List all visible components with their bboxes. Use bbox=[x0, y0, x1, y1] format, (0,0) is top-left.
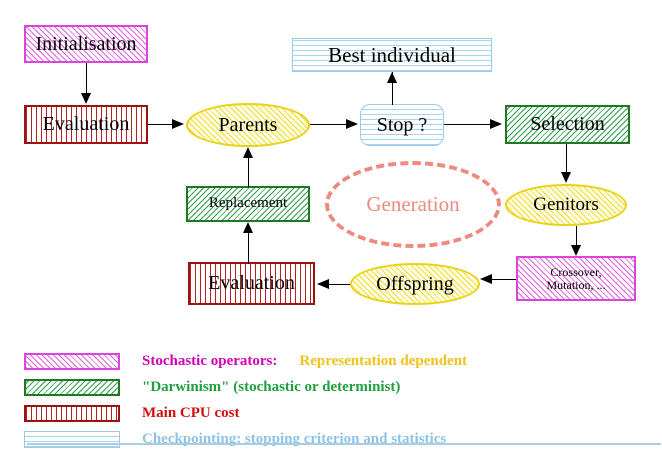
edge-evaluation-to-parents bbox=[148, 124, 174, 125]
legend-label-darwinism: "Darwinism" (stochastic or determinist) bbox=[142, 378, 401, 395]
arrowhead-replacement-to-parents bbox=[243, 147, 253, 158]
node-genitors[interactable]: Genitors bbox=[505, 184, 627, 226]
legend-label-stochastic-operators: Stochastic operators: bbox=[142, 352, 278, 369]
bottom-divider bbox=[27, 443, 661, 445]
legend: Stochastic operators: Representation dep… bbox=[24, 348, 644, 452]
edge-evaluation-to-replacement bbox=[248, 232, 249, 264]
node-selection[interactable]: Selection bbox=[505, 105, 630, 144]
legend-row-stochastic-operators: Stochastic operators: Representation dep… bbox=[24, 348, 644, 374]
legend-row-main-cpu-cost: Main CPU cost bbox=[24, 400, 644, 426]
arrowhead-parents-to-stop bbox=[346, 119, 358, 129]
node-replacement[interactable]: Replacement bbox=[186, 186, 310, 222]
node-evaluation-bottom[interactable]: Evaluation bbox=[188, 262, 315, 305]
arrowhead-stop-to-selection bbox=[490, 119, 502, 129]
node-parents[interactable]: Parents bbox=[186, 103, 310, 147]
legend-label-main-cpu-cost: Main CPU cost bbox=[142, 404, 240, 421]
node-stop-condition[interactable]: Stop ? bbox=[360, 104, 444, 146]
legend-label-representation-dependent: Representation dependent bbox=[299, 352, 468, 369]
legend-swatch-red-vertical-hatch bbox=[24, 404, 120, 422]
arrowhead-genitors-to-crossover bbox=[571, 245, 581, 256]
arrowhead-evaluation-to-replacement bbox=[243, 222, 253, 233]
edge-genitors-to-crossover bbox=[576, 226, 577, 248]
edge-offspring-to-evaluation bbox=[329, 284, 350, 285]
legend-row-darwinism: "Darwinism" (stochastic or determinist) bbox=[24, 374, 644, 400]
edge-stop-to-best-individual bbox=[392, 72, 393, 105]
node-offspring[interactable]: Offspring bbox=[350, 263, 480, 305]
arrowhead-selection-to-genitors bbox=[561, 172, 571, 183]
arrowhead-evaluation-to-parents bbox=[172, 119, 184, 129]
node-evaluation-top[interactable]: Evaluation bbox=[24, 105, 148, 144]
arrowhead-initialisation-to-evaluation bbox=[81, 93, 91, 104]
node-initialisation[interactable]: Initialisation bbox=[24, 25, 148, 63]
edge-initialisation-to-evaluation bbox=[86, 63, 87, 94]
node-best-individual[interactable]: Best individual bbox=[292, 38, 492, 72]
legend-row-checkpointing: Checkpointing: stopping criterion and st… bbox=[24, 426, 644, 452]
node-crossover-mutation[interactable]: Crossover, Mutation, ... bbox=[516, 256, 636, 301]
node-generation-loop-label: Generation bbox=[325, 161, 501, 248]
arrowhead-crossover-to-offspring bbox=[480, 274, 492, 284]
edge-parents-to-stop bbox=[310, 124, 348, 125]
edge-replacement-to-parents bbox=[248, 158, 249, 187]
legend-swatch-magenta-diagonal-hatch bbox=[24, 352, 120, 370]
edge-crossover-to-offspring bbox=[492, 279, 516, 280]
arrowhead-offspring-to-evaluation bbox=[317, 279, 329, 289]
edge-selection-to-genitors bbox=[566, 144, 567, 174]
legend-swatch-green-diagonal-hatch bbox=[24, 378, 120, 396]
edge-stop-to-selection bbox=[444, 124, 492, 125]
legend-label-checkpointing: Checkpointing: stopping criterion and st… bbox=[142, 430, 447, 447]
arrowhead-stop-to-best-individual bbox=[387, 72, 397, 83]
